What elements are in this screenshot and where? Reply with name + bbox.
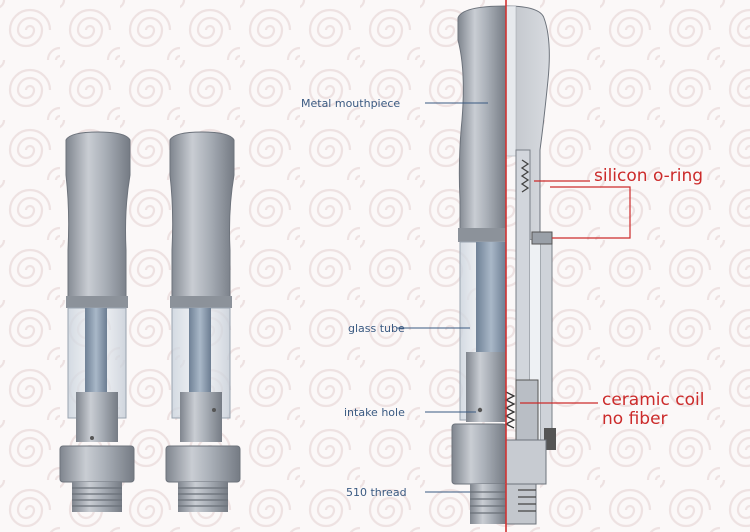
side-vent <box>544 428 556 450</box>
thread-1 <box>72 482 122 512</box>
intake-hole-dot-1 <box>90 436 94 440</box>
label-no-fiber: no fiber <box>602 409 668 429</box>
cutaway-base-left <box>451 423 507 485</box>
cutaway-coil-housing-left <box>466 352 506 422</box>
label-metal-mouthpiece: Metal mouthpiece <box>301 97 400 110</box>
label-intake-hole: intake hole <box>344 406 405 419</box>
label-silicon-oring: silicon o-ring <box>594 166 703 186</box>
coil-winding <box>504 391 516 429</box>
cutaway-mouthpiece-left <box>457 5 507 241</box>
mouthpiece-ring-2 <box>170 296 232 308</box>
cartridge-left-1 <box>59 131 135 512</box>
base-2 <box>165 445 241 483</box>
cutaway-ring-left <box>458 228 506 242</box>
center-post-2 <box>189 308 211 418</box>
cutaway-airway <box>505 5 517 157</box>
label-ceramic-coil: ceramic coil <box>602 390 704 410</box>
mouthpiece-ring-1 <box>66 296 128 308</box>
cartridge-cutaway <box>451 0 556 532</box>
mouthpiece-1 <box>65 131 131 301</box>
base-1 <box>59 445 135 483</box>
cartridge-left-2 <box>165 131 241 512</box>
center-post-1 <box>85 308 107 418</box>
mouthpiece-2 <box>169 131 235 301</box>
cutaway-base-section <box>505 439 547 485</box>
intake-hole-dot-2 <box>212 408 216 412</box>
thread-2 <box>178 482 228 512</box>
coil-housing-1 <box>76 392 118 442</box>
label-glass-tube: glass tube <box>348 322 405 335</box>
intake-hole-dot-cutaway <box>477 407 483 413</box>
oring-detail <box>520 159 530 193</box>
cutaway-oil-chamber <box>530 240 540 440</box>
label-510-thread: 510 thread <box>346 486 407 499</box>
red-leaders <box>520 180 631 404</box>
coil-housing-2 <box>180 392 222 442</box>
cutaway-outer-wall <box>539 239 553 441</box>
blue-leaders <box>397 102 488 493</box>
oring-seal <box>531 231 553 245</box>
cutaway-thread-left <box>470 484 506 524</box>
ceramic-coil-block <box>515 379 539 441</box>
